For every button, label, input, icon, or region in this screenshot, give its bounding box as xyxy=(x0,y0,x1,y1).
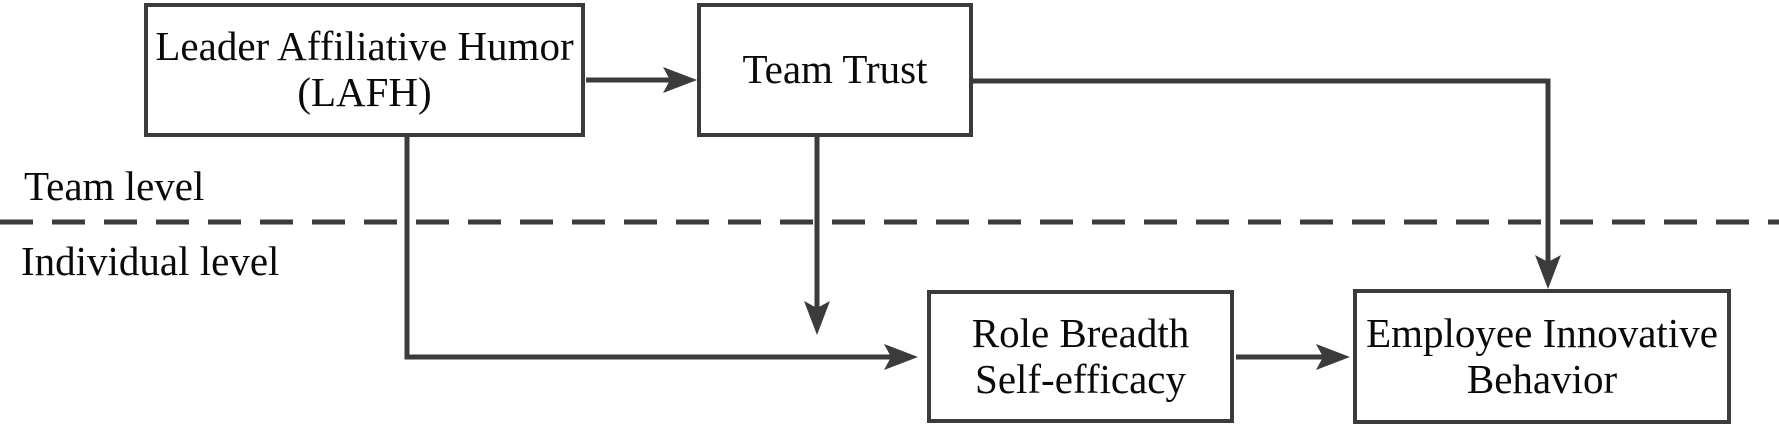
node-role-breadth-self-efficacy: Role Breadth Self-efficacy xyxy=(927,290,1234,423)
node-leader-affiliative-humor: Leader Affiliative Humor (LAFH) xyxy=(144,3,585,137)
individual-level-label: Individual level xyxy=(21,238,280,284)
node-employee-innovative-behavior: Employee Innovative Behavior xyxy=(1353,289,1731,424)
edge-rbse-to-eib-arrowhead-icon xyxy=(1316,344,1350,370)
node-employee-innovative-behavior-label: Employee Innovative Behavior xyxy=(1366,309,1718,402)
edge-lafh-to-rbse-arrowhead-icon xyxy=(884,344,918,370)
node-team-trust: Team Trust xyxy=(697,3,973,137)
team-level-label: Team level xyxy=(24,163,205,209)
edge-team-trust-down-arrowhead-icon xyxy=(804,301,830,335)
node-team-trust-label: Team Trust xyxy=(742,46,928,93)
edge-lafh-to-rbse-line xyxy=(404,137,892,360)
node-leader-affiliative-humor-label: Leader Affiliative Humor (LAFH) xyxy=(155,23,574,115)
edge-team-trust-to-eib-arrowhead-icon xyxy=(1535,255,1561,289)
edge-lafh-to-team-trust-arrowhead-icon xyxy=(663,67,697,93)
edge-team-trust-to-eib-line xyxy=(972,78,1551,263)
node-role-breadth-self-efficacy-label: Role Breadth Self-efficacy xyxy=(971,309,1190,402)
